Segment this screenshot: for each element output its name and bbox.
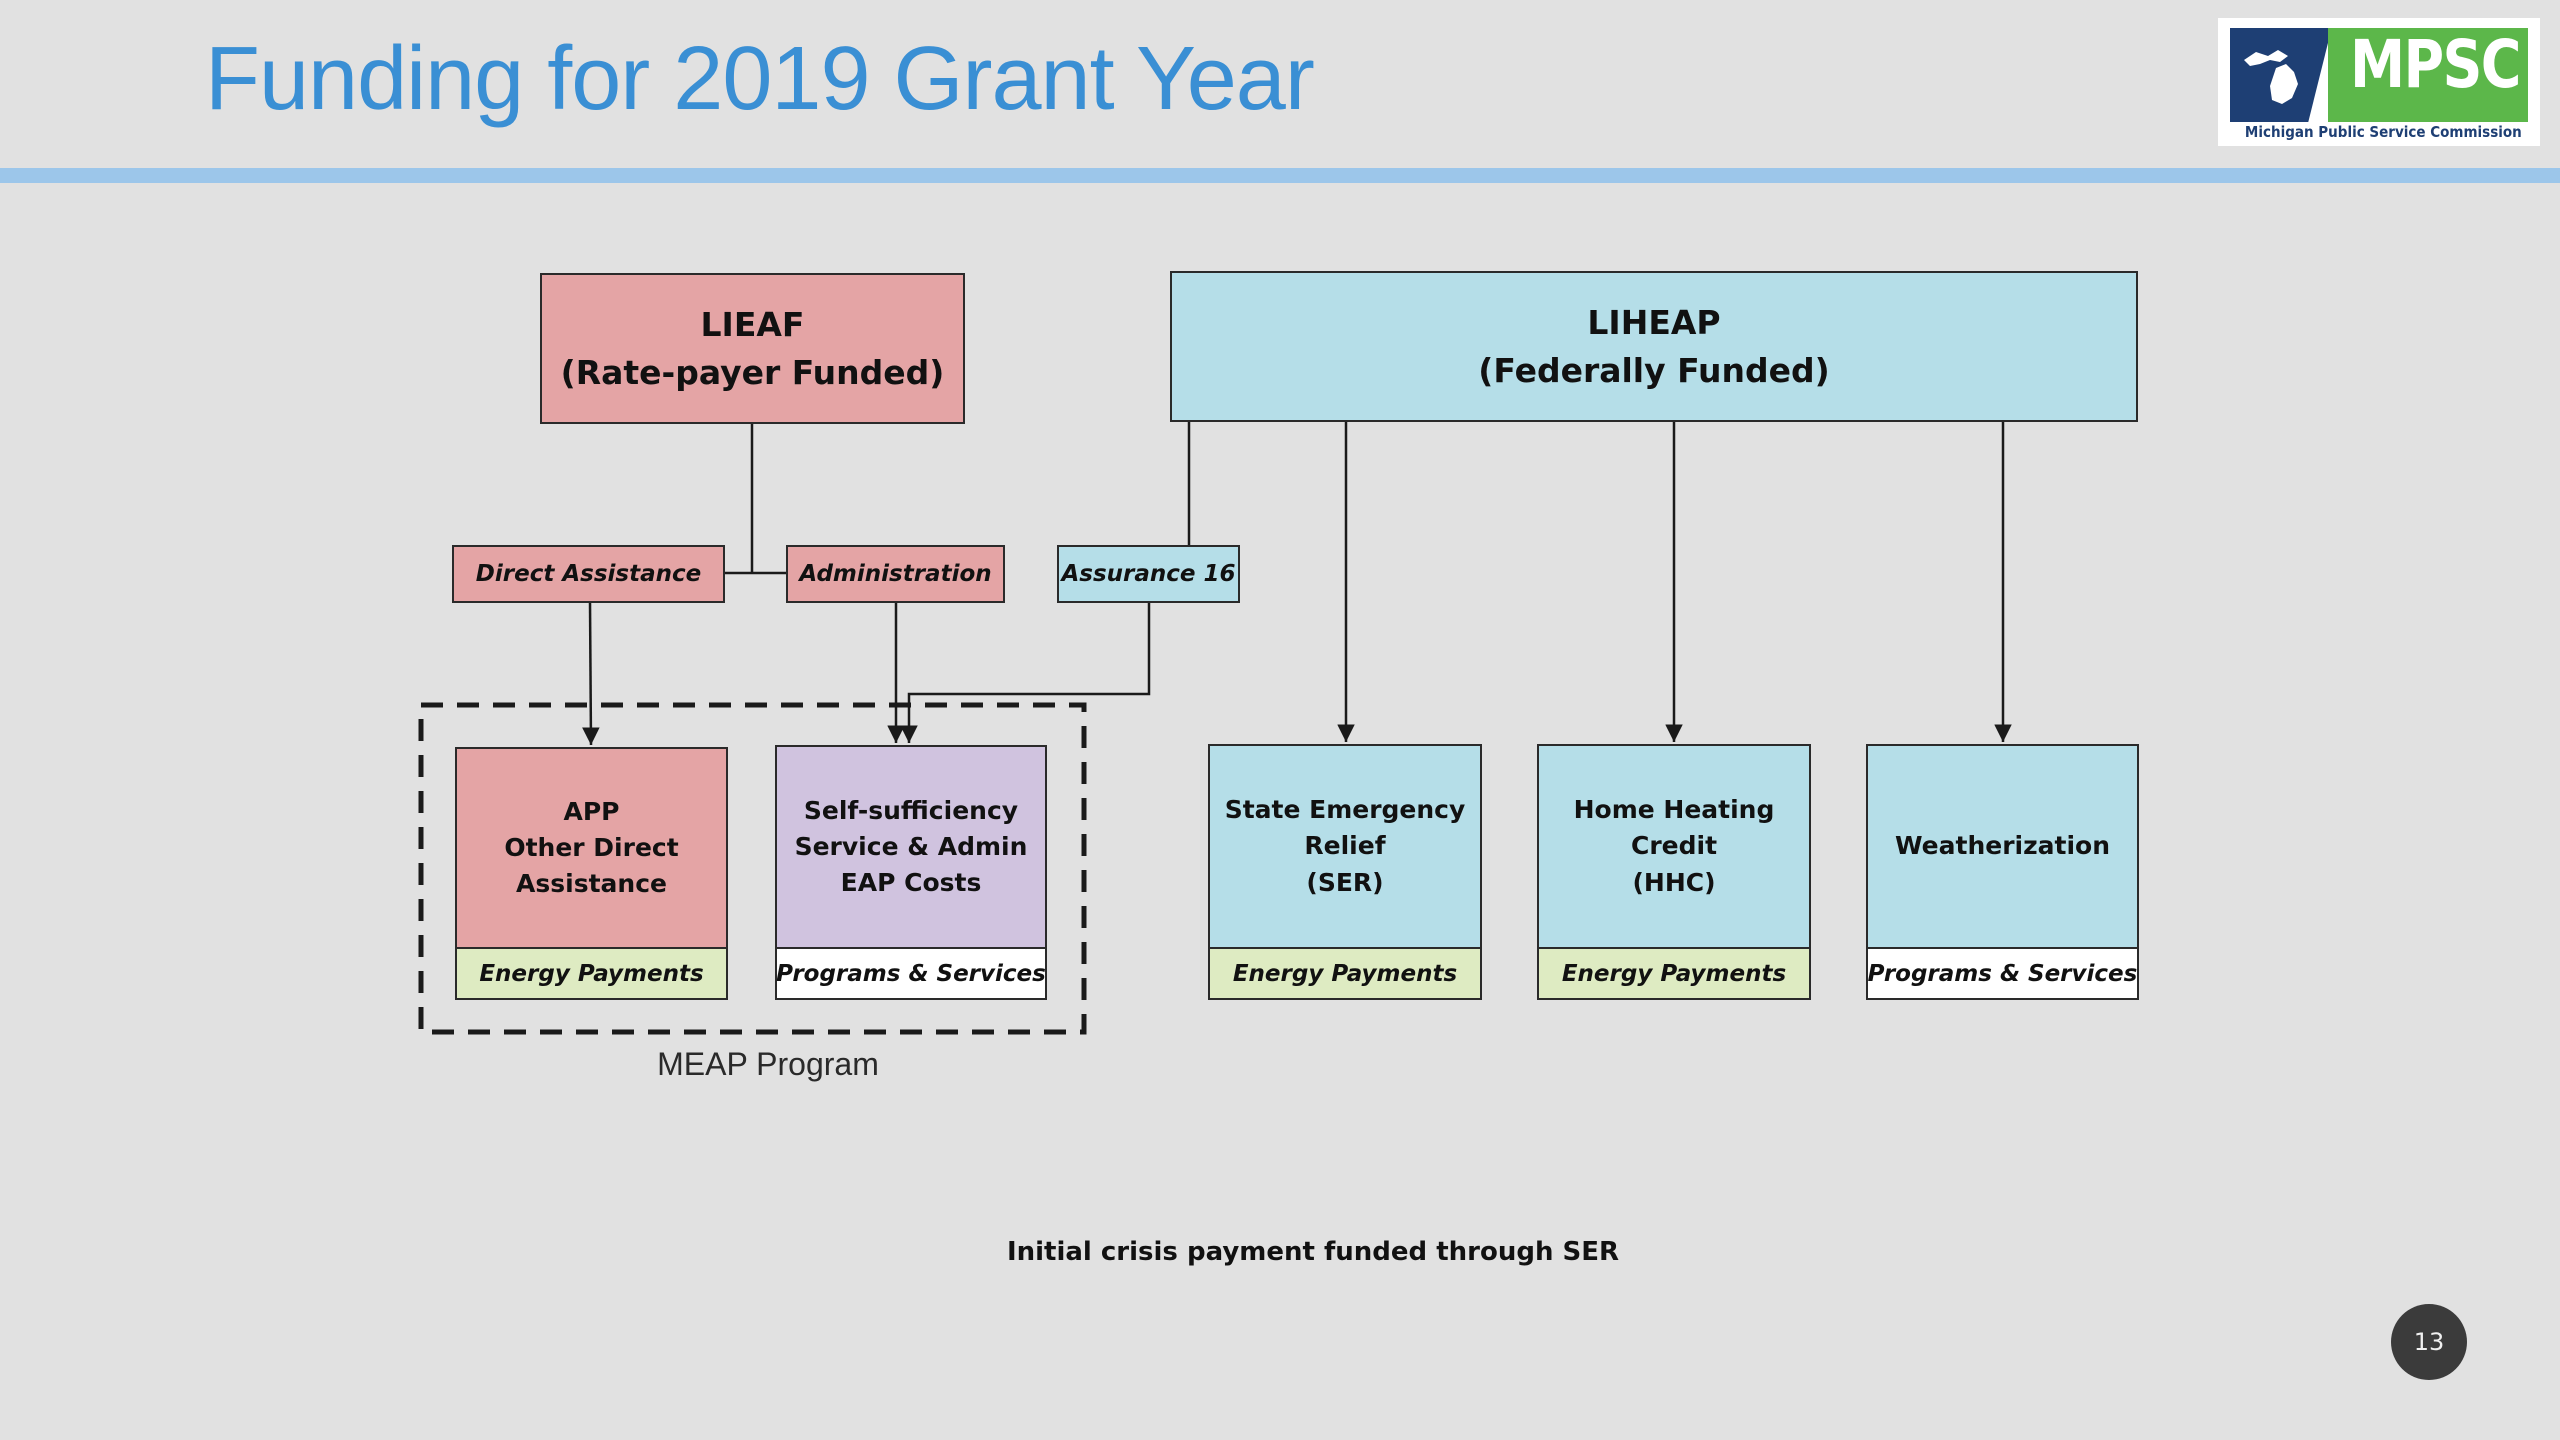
weatherization-category-label: Programs & Services bbox=[1866, 947, 2139, 1000]
self-sufficiency-program-box: Self-sufficiency Service & Admin EAP Cos… bbox=[775, 745, 1047, 949]
ser-program-box: State Emergency Relief (SER) bbox=[1208, 744, 1482, 949]
lieaf-box: LIEAF (Rate-payer Funded) bbox=[540, 273, 965, 424]
direct-assistance-arrow bbox=[582, 601, 600, 746]
administration-box: Administration bbox=[786, 545, 1005, 603]
slide-title: Funding for 2019 Grant Year bbox=[205, 29, 1315, 129]
logo-wordmark: MPSC bbox=[2350, 26, 2521, 103]
meap-program-caption: MEAP Program bbox=[657, 1046, 879, 1082]
assurance-16-box: Assurance 16 bbox=[1057, 545, 1240, 603]
logo-subtitle: Michigan Public Service Commission bbox=[2244, 123, 2522, 141]
logo-green-panel bbox=[2328, 28, 2528, 122]
app-category-label: Energy Payments bbox=[455, 947, 728, 1000]
title-divider bbox=[0, 168, 2560, 183]
app-program-box: APP Other Direct Assistance bbox=[455, 747, 728, 949]
michigan-map-icon bbox=[2244, 50, 2298, 104]
direct-assistance-box: Direct Assistance bbox=[452, 545, 725, 603]
meap-program-boundary bbox=[418, 702, 1087, 1035]
ser-category-label: Energy Payments bbox=[1208, 947, 1482, 1000]
hhc-category-label: Energy Payments bbox=[1537, 947, 1811, 1000]
hhc-program-box: Home Heating Credit (HHC) bbox=[1537, 744, 1811, 949]
mpsc-logo: MPSC Michigan Public Service Commission bbox=[2218, 18, 2540, 146]
assurance-16-arrow bbox=[900, 603, 1151, 743]
slide-footnote: Initial crisis payment funded through SE… bbox=[1006, 1237, 1620, 1267]
page-number-badge: 13 bbox=[2391, 1304, 2467, 1380]
weatherization-program-box: Weatherization bbox=[1866, 744, 2139, 949]
self-sufficiency-category-label: Programs & Services bbox=[775, 947, 1047, 1000]
liheap-box: LIHEAP (Federally Funded) bbox=[1170, 271, 2138, 422]
